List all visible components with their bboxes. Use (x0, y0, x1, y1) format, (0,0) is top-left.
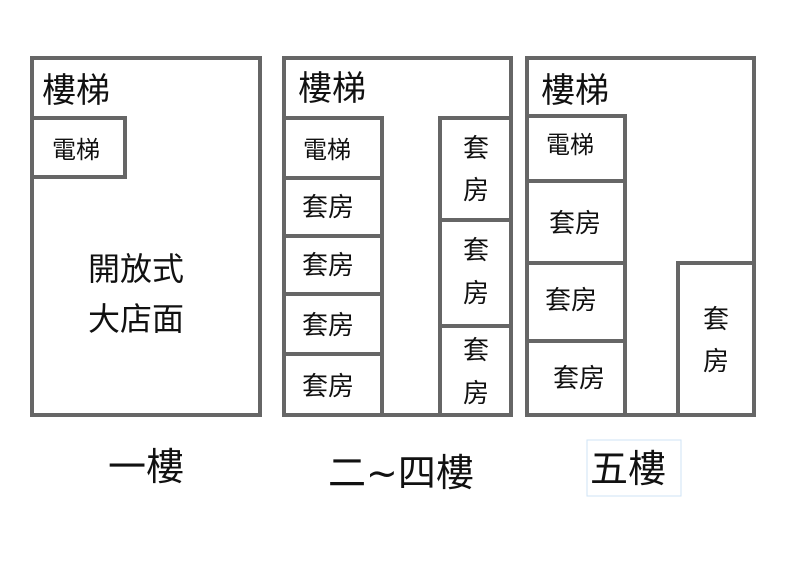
floor-2-4-right-suite-label-1: 套 (463, 236, 489, 266)
floor-1-store-label-line2: 大店面 (88, 300, 184, 338)
floor-5-caption: 五樓 (590, 447, 666, 491)
floor-2-4-plan: 樓梯 電梯 套房 套房 套房 套房 套 房 套 房 套 房 (282, 56, 513, 417)
floor-1-plan: 樓梯 電梯 開放式 大店面 (30, 56, 262, 417)
floor-5-right-suite-label-1: 套 (703, 305, 729, 335)
floor-2-4-elevator-label: 電梯 (303, 136, 351, 164)
floor-2-4-right-suite-label-1: 套 (463, 336, 489, 366)
floor-1-elevator-label: 電梯 (52, 136, 100, 164)
floor-2-4-suite-label: 套房 (302, 372, 354, 402)
floor-2-4-right-suite-label-2: 房 (463, 379, 489, 409)
floor-1-outline (30, 56, 262, 417)
floor-5-caption-highlight (586, 439, 682, 497)
floor-2-4-suite-label: 套房 (302, 251, 354, 281)
floor-2-4-suite-label: 套房 (302, 193, 354, 223)
floor-2-4-stair-label: 樓梯 (298, 69, 366, 109)
floor-1-store-label-line1: 開放式 (88, 250, 184, 288)
floor-2-4-right-suite-label-1: 套 (463, 134, 489, 164)
floor-1-caption: 一樓 (108, 445, 184, 489)
floor-2-4-suite-box (282, 352, 384, 417)
floor-5-right-suite-box (676, 261, 756, 417)
floor-2-4-right-suite-label-2: 房 (463, 279, 489, 309)
floor-2-4-right-suite-label-2: 房 (463, 176, 489, 206)
floor-5-suite-label: 套房 (549, 209, 601, 239)
floor-5-elevator-label: 電梯 (546, 131, 594, 159)
floor-5-right-suite-label-2: 房 (703, 347, 729, 377)
floor-1-stair-label: 樓梯 (42, 71, 110, 111)
floor-5-suite-box (525, 339, 627, 417)
floor-5-suite-label: 套房 (545, 286, 597, 316)
floor-5-suite-label: 套房 (553, 364, 605, 394)
floor-5-stair-label: 樓梯 (541, 71, 609, 111)
floor-2-4-caption: 二~四樓 (328, 451, 474, 495)
floor-5-plan: 樓梯 電梯 套房 套房 套房 套 房 (525, 56, 756, 417)
floor-1-elevator-box (30, 116, 127, 179)
floor-2-4-suite-label: 套房 (302, 311, 354, 341)
floor-2-4-right-suite-box (438, 324, 513, 417)
